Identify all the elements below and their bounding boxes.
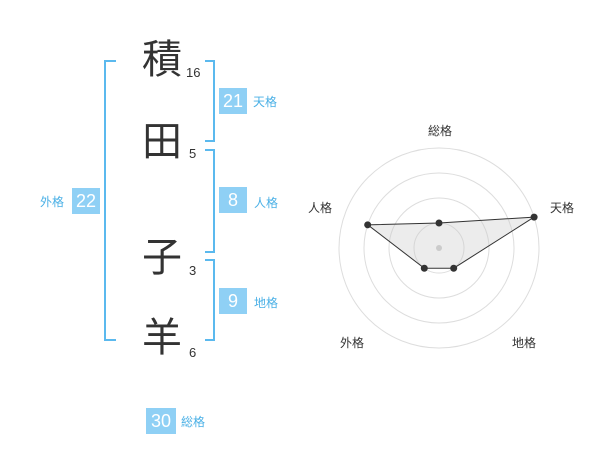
gaikaku-badge: 22 — [72, 188, 100, 214]
stroke-count-2: 5 — [189, 146, 197, 161]
tenkaku-bracket — [205, 60, 215, 142]
name-char-1: 積 — [142, 37, 182, 83]
radar-ring-3 — [363, 172, 515, 324]
radar-point-0 — [435, 219, 443, 227]
chikaku-badge: 9 — [219, 288, 247, 314]
stroke-count-1: 16 — [186, 65, 201, 80]
jinkaku-label: 人格 — [254, 196, 279, 210]
tenkaku-label: 天格 — [253, 95, 278, 109]
name-char-2: 田 — [142, 119, 182, 165]
radar-center-dot — [436, 245, 442, 251]
tenkaku-badge: 21 — [219, 88, 247, 114]
name-char-4: 羊 — [142, 315, 182, 361]
radar-point-2 — [450, 264, 458, 272]
gaikaku-label: 外格 — [40, 195, 65, 209]
radar-label-soukaku: 総格 — [428, 124, 453, 138]
jinkaku-badge: 8 — [219, 187, 247, 213]
soukaku-badge: 30 — [146, 408, 176, 434]
radar-point-4 — [364, 221, 372, 229]
radar-point-3 — [420, 264, 428, 272]
stroke-count-3: 3 — [189, 263, 197, 278]
chikaku-bracket — [205, 259, 215, 341]
radar-label-chikaku: 地格 — [512, 336, 537, 350]
chikaku-label: 地格 — [254, 296, 279, 310]
radar-label-gaikaku: 外格 — [340, 336, 365, 350]
name-char-3: 子 — [142, 235, 182, 281]
jinkaku-bracket — [205, 149, 215, 253]
radar-series-area — [366, 216, 535, 269]
radar-label-jinkaku: 人格 — [308, 201, 333, 215]
radar-ring-4 — [338, 147, 540, 349]
gaikaku-bracket — [104, 60, 116, 341]
stroke-count-4: 6 — [189, 345, 197, 360]
radar-point-1 — [530, 213, 538, 221]
radar-ring-2 — [388, 197, 490, 299]
soukaku-label: 総格 — [181, 415, 206, 429]
radar-label-tenkaku: 天格 — [550, 201, 575, 215]
